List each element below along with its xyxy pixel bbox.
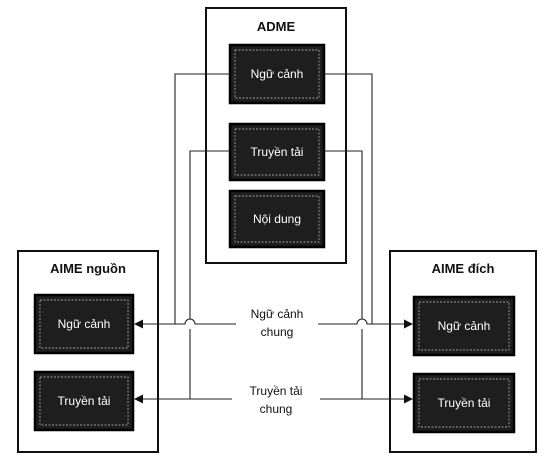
adme-transport-label: Truyền tải: [251, 145, 304, 159]
dest-context-box: Ngữ cảnh: [412, 295, 516, 357]
context-line-mid-right: [318, 318, 412, 325]
source-title: AIME nguồn: [50, 261, 126, 276]
transport-connector-label: Truyền tải chung: [232, 382, 320, 418]
adme-transport-box: Truyền tải: [228, 122, 326, 182]
transport-label-line2: chung: [260, 402, 293, 416]
dest-title: AIME đích: [432, 261, 495, 276]
dest-transport-label: Truyền tải: [438, 396, 491, 410]
source-context-label: Ngữ cảnh: [58, 317, 111, 331]
adme-context-box: Ngữ cảnh: [228, 43, 326, 105]
source-transport-label: Truyền tải: [58, 394, 111, 408]
adme-content-label: Nội dung: [253, 212, 301, 226]
dest-context-label: Ngữ cảnh: [438, 319, 491, 333]
dest-panel: AIME đích Ngữ cảnh Truyền tải: [389, 250, 537, 453]
transport-line-left-top: [189, 150, 230, 399]
context-line-right-top: [324, 73, 373, 324]
adme-panel: ADME Ngữ cảnh Truyền tải Nội dung: [205, 7, 347, 264]
transport-label-line1: Truyền tải: [250, 384, 303, 398]
adme-context-label: Ngữ cảnh: [251, 67, 304, 81]
source-panel: AIME nguồn Ngữ cảnh Truyền tải: [17, 250, 159, 453]
context-connector-label: Ngữ cảnh chung: [236, 304, 318, 340]
context-label-line1: Ngữ cảnh: [251, 307, 304, 321]
dest-transport-box: Truyền tải: [412, 372, 516, 434]
context-line-mid-left: [175, 318, 237, 325]
source-transport-box: Truyền tải: [33, 370, 135, 432]
context-connector: [134, 73, 413, 329]
transport-connector: [134, 150, 413, 404]
context-line-left-top: [174, 73, 230, 324]
adme-title: ADME: [257, 19, 296, 34]
source-context-box: Ngữ cảnh: [33, 293, 135, 355]
transport-line-right-top: [324, 150, 363, 399]
adme-content-box: Nội dung: [228, 189, 326, 249]
context-label-line2: chung: [261, 325, 294, 339]
